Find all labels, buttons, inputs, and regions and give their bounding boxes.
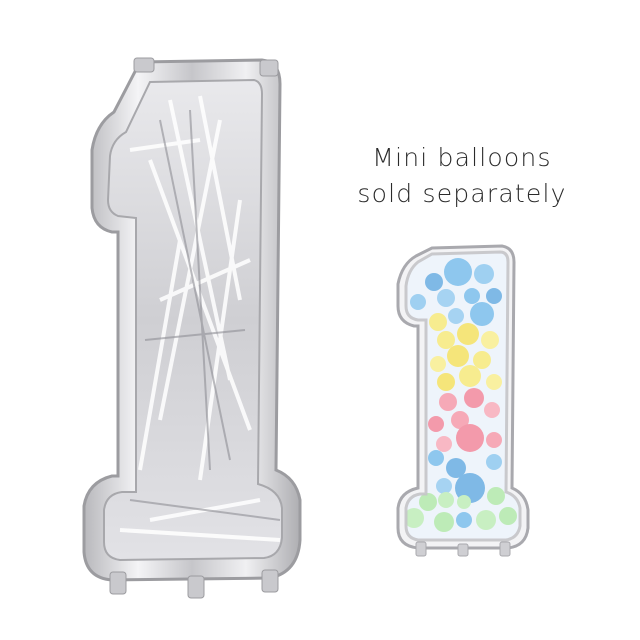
caption-line-1: Mini balloons bbox=[372, 143, 552, 172]
caption-text: Mini balloons sold separately bbox=[332, 140, 592, 212]
caption-line-2: sold separately bbox=[357, 179, 567, 208]
